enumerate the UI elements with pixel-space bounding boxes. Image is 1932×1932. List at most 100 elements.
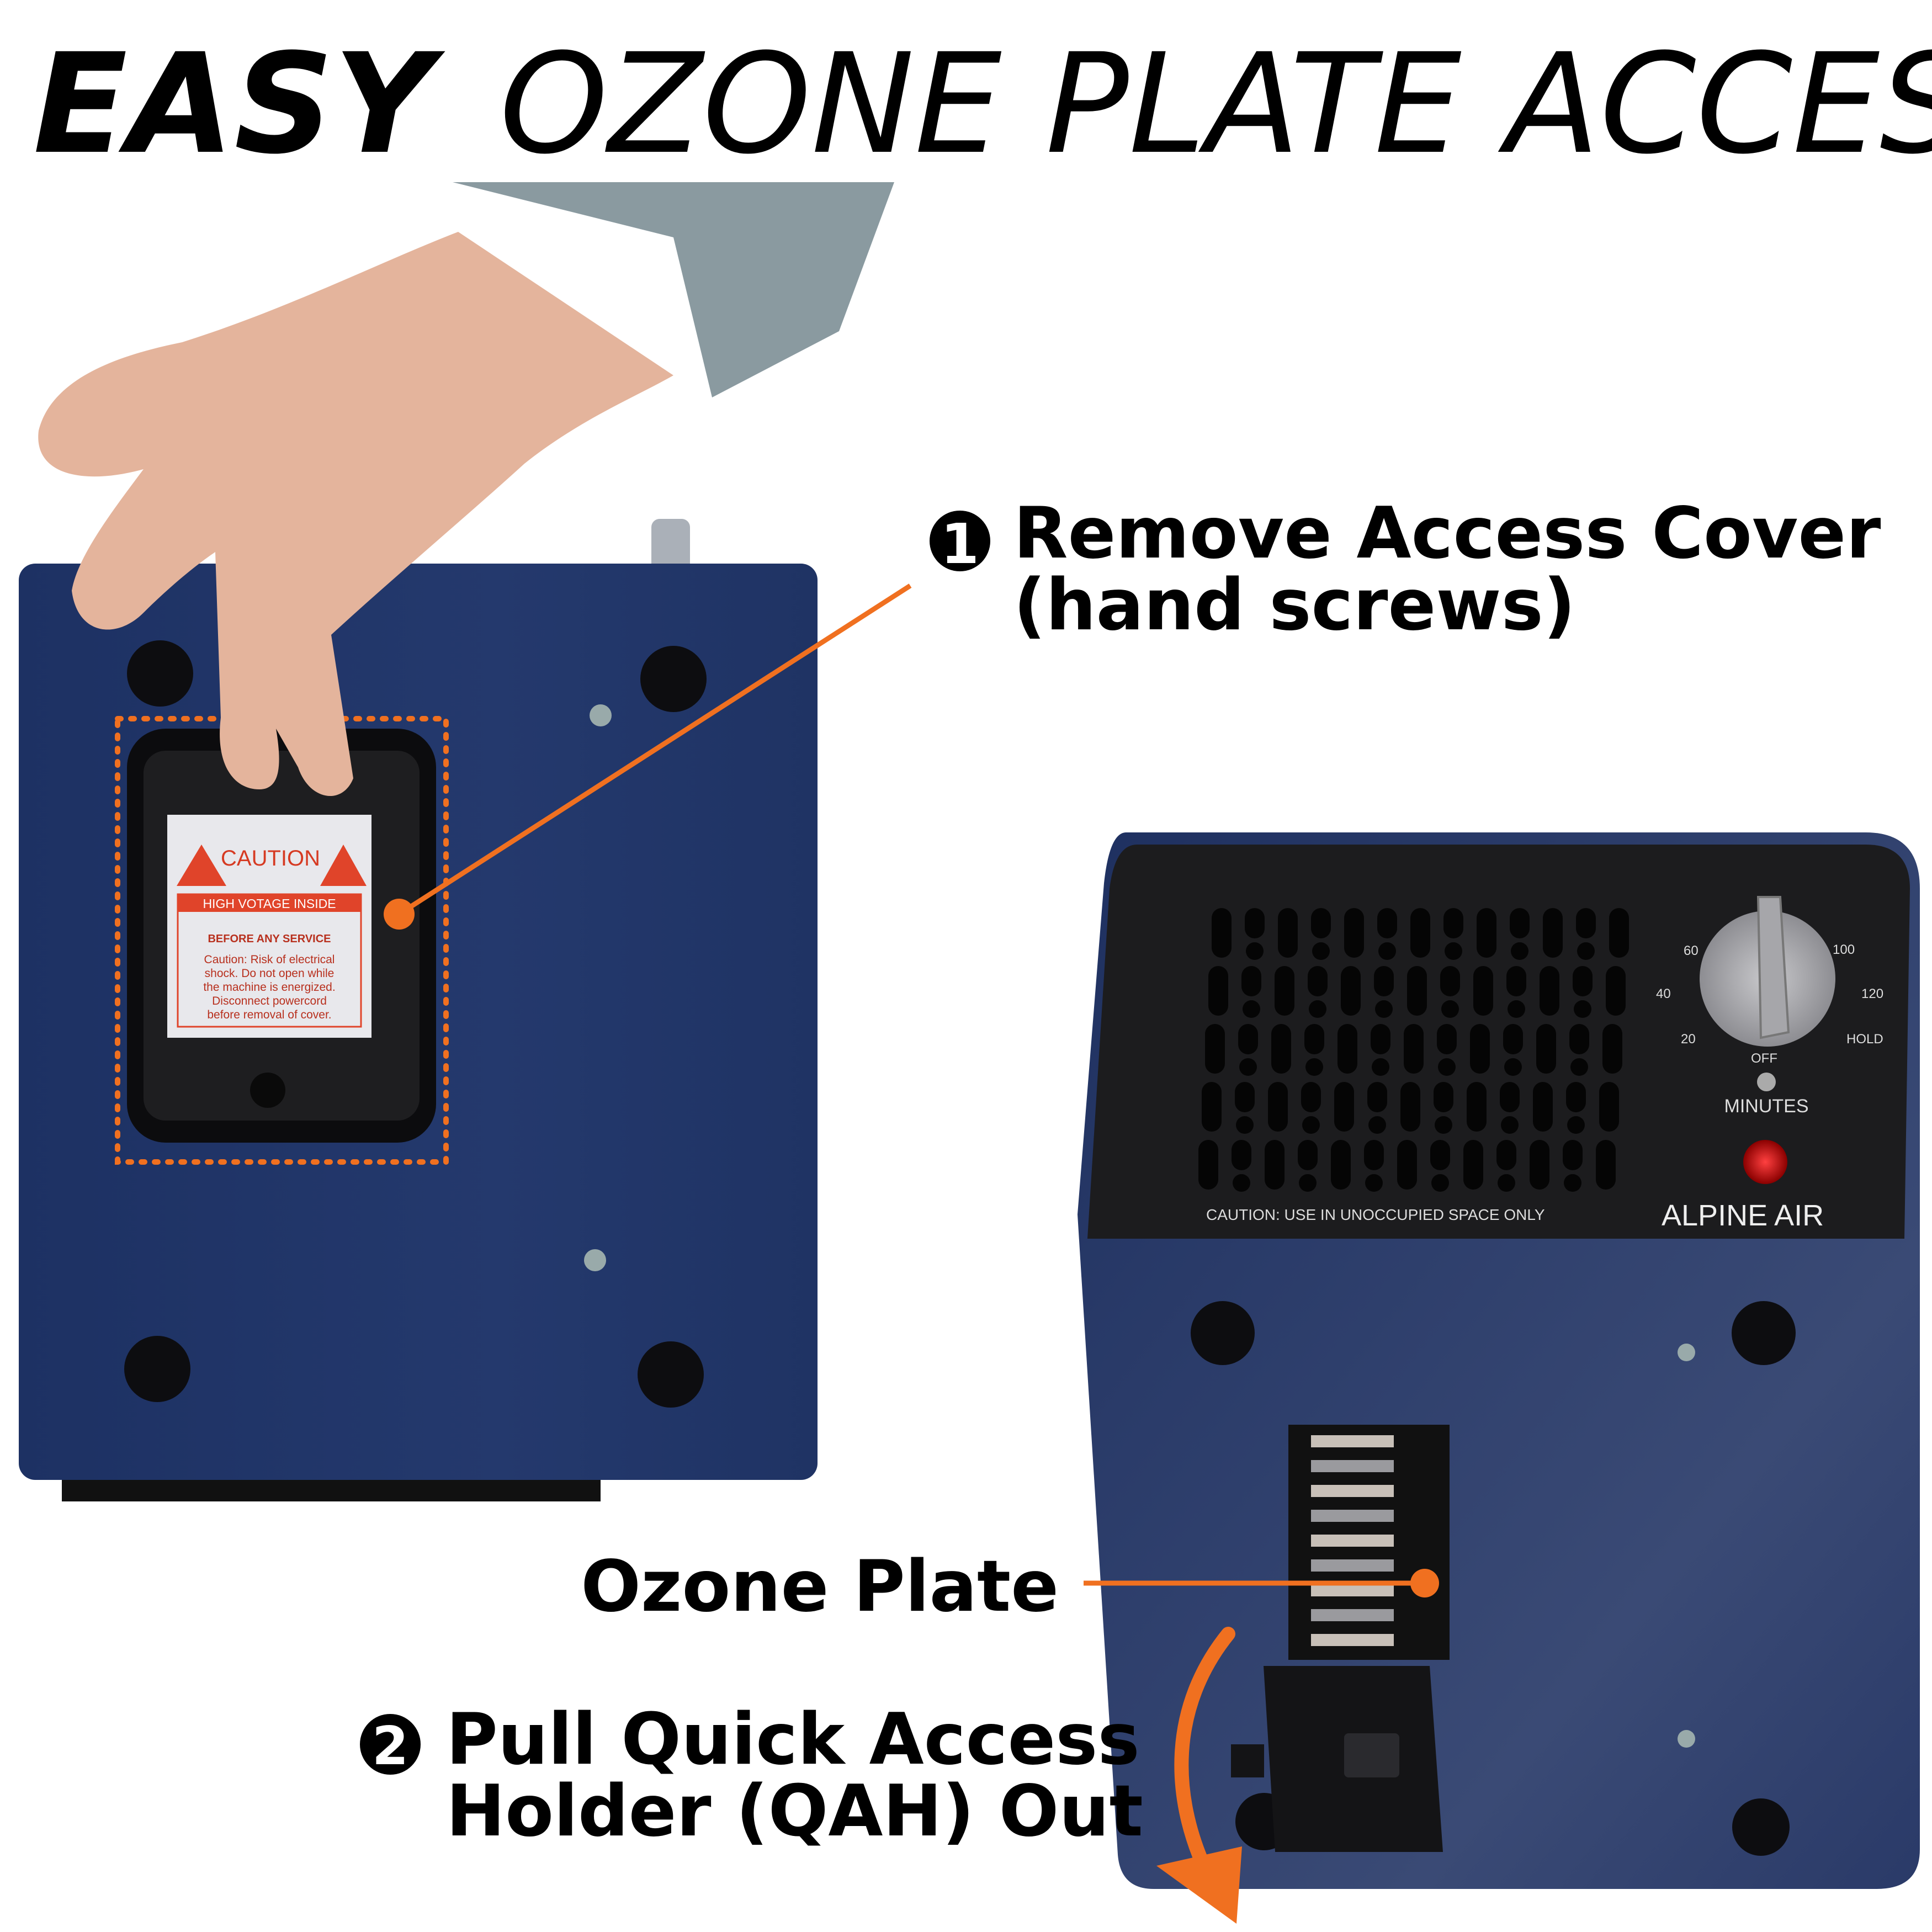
vent-slot xyxy=(1205,1024,1225,1074)
callout-dot-ozone-plate xyxy=(1410,1569,1439,1597)
vent-slot xyxy=(1344,908,1364,958)
power-switch[interactable] xyxy=(1757,1073,1776,1091)
vent-hole xyxy=(1368,1116,1386,1134)
vent-hole xyxy=(1577,942,1595,960)
vent-slot xyxy=(1609,908,1629,958)
plate-fin xyxy=(1311,1559,1394,1572)
vent-hole xyxy=(1431,1174,1449,1192)
vent-hole xyxy=(1498,1174,1515,1192)
vent-slot xyxy=(1463,1140,1483,1190)
vent-slot xyxy=(1563,1140,1583,1170)
step1-line2: (hand screws) xyxy=(1013,564,1575,646)
rubber-feet xyxy=(124,640,707,1408)
vent-hole xyxy=(1511,942,1528,960)
vent-hole xyxy=(1309,1000,1326,1018)
vent-slot xyxy=(1573,966,1593,996)
screw xyxy=(1678,1730,1695,1748)
vent-slot xyxy=(1503,1024,1523,1054)
vent-hole xyxy=(1508,1000,1525,1018)
vent-slot xyxy=(1500,1082,1520,1112)
vent-slot xyxy=(1533,1082,1553,1132)
indicator-led xyxy=(1743,1140,1787,1184)
screw xyxy=(590,704,612,726)
svg-text:40: 40 xyxy=(1656,986,1671,1001)
plate-fin xyxy=(1311,1609,1394,1621)
title-bold: EASY xyxy=(33,24,445,184)
exclamation-warning-icon xyxy=(320,845,367,886)
plate-fin xyxy=(1311,1485,1394,1497)
quick-access-holder[interactable] xyxy=(1231,1666,1443,1852)
caution-label: CAUTION HIGH VOTAGE INSIDE BEFORE ANY SE… xyxy=(167,815,371,1038)
hand-screw[interactable] xyxy=(250,1073,285,1108)
vent-slot xyxy=(1304,1024,1324,1054)
vent-hole xyxy=(1243,1000,1260,1018)
vent-slot xyxy=(1510,908,1530,938)
ozone-plate-label: Ozone Plate xyxy=(581,1546,1059,1628)
vent-slot xyxy=(1569,1024,1589,1054)
vent-hole xyxy=(1365,1174,1383,1192)
svg-text:60: 60 xyxy=(1684,943,1699,958)
plate-fin xyxy=(1311,1460,1394,1472)
page-title: EASY OZONE PLATE ACCESS xyxy=(33,24,1932,184)
step1-number: 1 xyxy=(941,512,979,576)
vent-slot xyxy=(1543,908,1563,958)
vent-slot xyxy=(1530,1140,1549,1190)
vent-slot xyxy=(1540,966,1559,1016)
vent-slot xyxy=(1536,1024,1556,1074)
vent-slot xyxy=(1337,1024,1357,1074)
screw xyxy=(1678,1344,1695,1361)
pull-arrow-head-icon xyxy=(1156,1846,1242,1924)
hand xyxy=(38,232,673,797)
vent-slot xyxy=(1410,908,1430,958)
svg-text:20: 20 xyxy=(1681,1032,1696,1047)
panel-warning: CAUTION: USE IN UNOCCUPIED SPACE ONLY xyxy=(1206,1206,1545,1223)
vent-hole xyxy=(1441,1000,1459,1018)
label-body-line: before removal of cover. xyxy=(207,1009,331,1021)
vent-slot xyxy=(1404,1024,1424,1074)
vent-hole xyxy=(1375,1000,1393,1018)
vent-slot xyxy=(1430,1140,1450,1170)
ozone-generator-front-view: 60 100 40 120 20 HOLD OFF MINUTES CAUTIO… xyxy=(1078,832,1920,1889)
vent-slot xyxy=(1371,1024,1390,1054)
step2-number-badge xyxy=(360,1714,421,1775)
vent-slot xyxy=(1208,966,1228,1016)
vent-slot xyxy=(1334,1082,1354,1132)
label-subheading: BEFORE ANY SERVICE xyxy=(208,933,331,945)
plate-fin xyxy=(1311,1634,1394,1646)
high-voltage-warning-icon xyxy=(177,845,226,886)
vent-grid xyxy=(1198,908,1629,1192)
holder-grip[interactable] xyxy=(1344,1733,1399,1777)
vent-slot xyxy=(1367,1082,1387,1112)
step2-line1: Pull Quick Access xyxy=(446,1699,1140,1781)
vent-slot xyxy=(1602,1024,1622,1074)
dial-marks: 60 100 40 120 20 HOLD OFF xyxy=(1656,942,1883,1066)
vent-slot xyxy=(1477,908,1496,958)
label-heading: CAUTION xyxy=(221,846,320,871)
callout-dot-step1 xyxy=(384,899,415,930)
vent-hole xyxy=(1305,1058,1323,1076)
vent-hole xyxy=(1312,942,1330,960)
vent-slot xyxy=(1364,1140,1384,1170)
label-body-line: Caution: Risk of electrical xyxy=(204,953,335,966)
vent-slot xyxy=(1238,1024,1258,1054)
vent-slot xyxy=(1599,1082,1619,1132)
sleeve xyxy=(453,182,894,397)
vent-slot xyxy=(1470,1024,1490,1074)
vent-slot xyxy=(1241,966,1261,996)
vent-slot xyxy=(1232,1140,1251,1170)
vent-slot xyxy=(1235,1082,1255,1112)
vent-hole xyxy=(1435,1116,1452,1134)
vent-slot xyxy=(1566,1082,1586,1112)
vent-slot xyxy=(1311,908,1331,938)
label-body-line: Disconnect powercord xyxy=(212,995,327,1007)
svg-text:120: 120 xyxy=(1861,986,1883,1001)
vent-hole xyxy=(1567,1116,1585,1134)
vent-hole xyxy=(1299,1174,1317,1192)
step1-number-badge xyxy=(930,511,990,571)
vent-slot xyxy=(1496,1140,1516,1170)
step2-line2: Holder (QAH) Out xyxy=(446,1770,1143,1853)
dial-label: MINUTES xyxy=(1724,1096,1809,1117)
vent-slot xyxy=(1298,1140,1318,1170)
dial-handle[interactable] xyxy=(1756,896,1790,1039)
